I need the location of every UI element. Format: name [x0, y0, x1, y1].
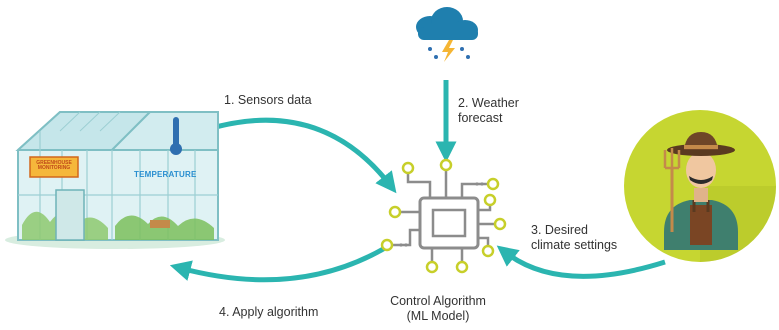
- chip-icon: [380, 158, 507, 274]
- step2-line1: 2. Weather: [458, 96, 519, 110]
- step1-label: 1. Sensors data: [224, 93, 312, 107]
- step3-line2: climate settings: [531, 238, 618, 252]
- greenhouse-sign: GREENHOUSE MONITORING: [32, 161, 76, 171]
- control-algorithm-line2: (ML Model): [406, 309, 470, 323]
- arrow-sensors-data: [204, 117, 397, 194]
- step3-line1: 3. Desired: [531, 223, 588, 237]
- arrow-apply-algorithm: [169, 242, 392, 283]
- farmer-icon: [624, 110, 776, 262]
- control-algorithm-line1: Control Algorithm: [390, 294, 486, 308]
- temperature-label: TEMPERATURE: [134, 170, 197, 179]
- greenhouse-icon: [5, 111, 225, 249]
- greenhouse-sign-line1: GREENHOUSE: [36, 160, 72, 166]
- storm-cloud-icon: [416, 7, 478, 62]
- step4-label: 4. Apply algorithm: [219, 305, 319, 319]
- greenhouse-sign-line2: MONITORING: [37, 165, 71, 171]
- step2-label: 2. Weather forecast: [458, 96, 519, 126]
- step3-label: 3. Desired climate settings: [531, 223, 617, 253]
- step2-line2: forecast: [458, 111, 503, 125]
- control-algorithm-caption: Control Algorithm (ML Model): [382, 294, 494, 324]
- thermometer-icon: [170, 117, 182, 155]
- arrow-desired-settings: [496, 245, 666, 279]
